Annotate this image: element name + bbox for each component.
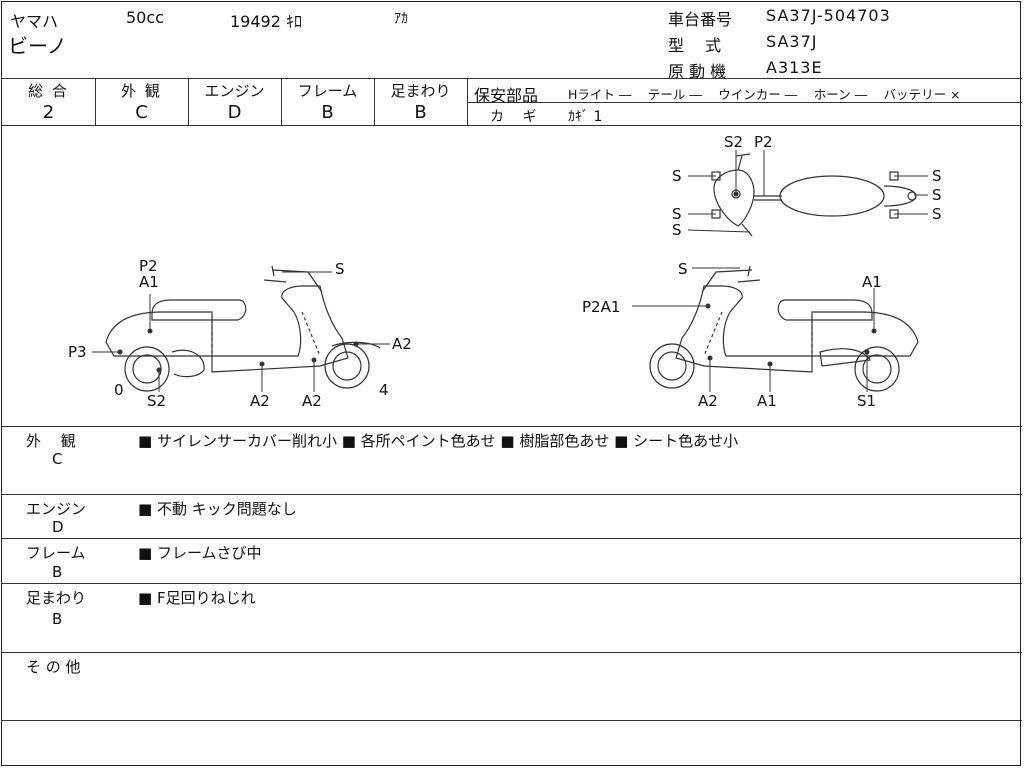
divider: [374, 78, 375, 125]
scooter-left-labels: P2 A1 P3 0 S2 A2 A2 4 S A2: [68, 257, 412, 410]
grade-label-engine: エンジン: [204, 82, 265, 100]
rule: [2, 652, 1022, 653]
label-s1: S1: [857, 392, 876, 410]
divider: [467, 78, 468, 125]
frame-no: SA37J-504703: [766, 6, 891, 25]
mileage: 19492 ｷﾛ: [230, 12, 302, 31]
section-remarks-suspension: ■ F足回りねじれ: [138, 589, 256, 607]
section-label-other: そ の 他: [26, 658, 81, 676]
label-4: 4: [379, 381, 389, 399]
divider: [95, 78, 96, 125]
section-label-frame: フレーム: [26, 544, 86, 562]
rule: [2, 583, 1022, 584]
rule: [2, 720, 1022, 721]
label-s: S: [672, 167, 682, 185]
key-value: ｶｷﾞ 1: [568, 109, 603, 125]
section-label-exterior: 外 観: [26, 432, 76, 450]
label-a2: A2: [250, 392, 270, 410]
grade-value-frame: B: [321, 102, 334, 123]
rule: [2, 125, 1022, 126]
scooter-top-callouts: [687, 150, 928, 233]
label-p2: P2: [139, 257, 158, 275]
label-p2: P2: [754, 133, 773, 151]
section-label-suspension: 足まわり: [26, 589, 87, 607]
label-p2a1: P2A1: [582, 298, 620, 316]
grade-label-suspension: 足まわり: [390, 82, 451, 100]
section-grade-suspension: B: [52, 610, 63, 628]
safety-label: 保安部品: [474, 86, 539, 105]
section-remarks-exterior: ■ サイレンサーカバー削れ小 ■ 各所ペイント色あせ ■ 樹脂部色あせ ■ シー…: [138, 432, 739, 450]
label-s: S: [932, 186, 942, 204]
label-s: S: [932, 205, 942, 223]
label-a1: A1: [139, 273, 159, 291]
label-s: S: [672, 205, 682, 223]
divider: [281, 78, 282, 125]
section-grade-exterior: C: [52, 450, 63, 468]
scooter-left-view: [105, 265, 381, 392]
label-s: S: [672, 221, 682, 239]
section-label-engine: エンジン: [26, 500, 87, 518]
grade-label-overall: 総 合: [28, 82, 69, 100]
grade-value-suspension: B: [414, 102, 427, 123]
model-name: ビーノ: [8, 34, 67, 58]
scooter-left-callouts: [92, 271, 390, 392]
divider: [188, 78, 189, 125]
section-grade-frame: B: [52, 563, 63, 581]
scooter-right-callouts: [632, 267, 877, 392]
grade-label-exterior: 外 観: [121, 82, 162, 100]
rule: [2, 538, 1022, 539]
grade-value-exterior: C: [135, 102, 148, 123]
engine-label: 原 動 機: [668, 62, 727, 81]
grade-value-overall: 2: [42, 102, 55, 123]
label-a1: A1: [757, 392, 777, 410]
scooter-right-labels: S P2A1 A1 A2 A1 S1: [582, 260, 882, 410]
maker: ヤマハ: [10, 12, 59, 31]
scooter-top-view: [711, 153, 917, 237]
label-p3: P3: [68, 343, 87, 361]
section-grade-engine: D: [52, 518, 64, 536]
frame-no-label: 車台番号: [668, 10, 733, 29]
label-a2: A2: [302, 392, 322, 410]
scooter-top-labels: S2 P2 S S S S S S: [672, 133, 942, 239]
grade-value-engine: D: [227, 102, 242, 123]
label-s2: S2: [724, 133, 743, 151]
key-label: カ ギ: [490, 109, 537, 125]
label-0: 0: [114, 381, 124, 399]
scooter-right-view: [649, 265, 919, 392]
section-remarks-engine: ■ 不動 キック問題なし: [138, 500, 297, 518]
label-a2: A2: [392, 335, 412, 353]
label-s: S: [335, 260, 345, 278]
label-s2: S2: [147, 392, 166, 410]
rule: [2, 426, 1022, 427]
label-a2: A2: [698, 392, 718, 410]
grade-label-frame: フレーム: [297, 82, 358, 100]
safety-items: Hライト ― テール ― ウインカー ― ホーン ― バッテリー ×: [568, 87, 961, 102]
label-a1: A1: [862, 273, 882, 291]
rule: [2, 494, 1022, 495]
rule: [468, 102, 1022, 103]
label-s: S: [678, 260, 688, 278]
engine-code: A313E: [766, 58, 823, 77]
damage-diagram: P2 A1 P3 0 S2 A2 A2 4 S A2: [68, 133, 942, 410]
body-color: ｱｶ: [394, 11, 408, 27]
label-s: S: [932, 167, 942, 185]
rule: [2, 78, 1022, 79]
model-code-label: 型 式: [668, 36, 722, 55]
model-code: SA37J: [766, 32, 818, 51]
section-remarks-frame: ■ フレームさび中: [138, 544, 262, 562]
displacement: 50cc: [126, 8, 164, 27]
